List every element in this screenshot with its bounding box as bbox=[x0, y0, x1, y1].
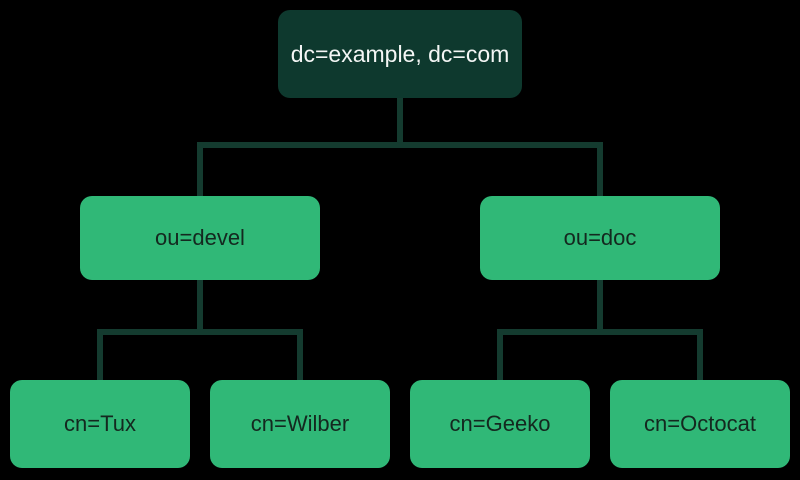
node-cn-wilber-label: cn=Wilber bbox=[250, 411, 350, 436]
connector-to-cn-tux bbox=[97, 329, 103, 384]
connector-to-cn-wilber bbox=[297, 329, 303, 384]
node-ou-devel-label: ou=devel bbox=[155, 225, 245, 250]
node-cn-geeko-label: cn=Geeko bbox=[449, 411, 551, 436]
connector-doc-horizontal bbox=[497, 329, 703, 335]
node-cn-octocat: cn=Octocat bbox=[610, 380, 790, 468]
node-root-label: dc=example, dc=com bbox=[290, 40, 510, 67]
node-cn-tux: cn=Tux bbox=[10, 380, 190, 468]
node-ou-doc: ou=doc bbox=[480, 196, 720, 280]
connector-ou-doc-stem bbox=[597, 276, 603, 335]
connector-root-stem bbox=[397, 94, 403, 148]
connector-ou-devel-stem bbox=[197, 276, 203, 335]
connector-to-cn-octocat bbox=[697, 329, 703, 384]
node-ou-doc-label: ou=doc bbox=[563, 225, 637, 250]
connector-to-cn-geeko bbox=[497, 329, 503, 384]
connector-to-ou-doc bbox=[597, 142, 603, 200]
node-cn-wilber: cn=Wilber bbox=[210, 380, 390, 468]
connector-to-ou-devel bbox=[197, 142, 203, 200]
connector-devel-horizontal bbox=[97, 329, 303, 335]
node-cn-tux-label: cn=Tux bbox=[64, 411, 136, 436]
node-cn-octocat-label: cn=Octocat bbox=[644, 411, 756, 436]
node-ou-devel: ou=devel bbox=[80, 196, 320, 280]
node-cn-geeko: cn=Geeko bbox=[410, 380, 590, 468]
node-root: dc=example, dc=com bbox=[278, 10, 522, 98]
connector-level1-horizontal bbox=[197, 142, 603, 148]
